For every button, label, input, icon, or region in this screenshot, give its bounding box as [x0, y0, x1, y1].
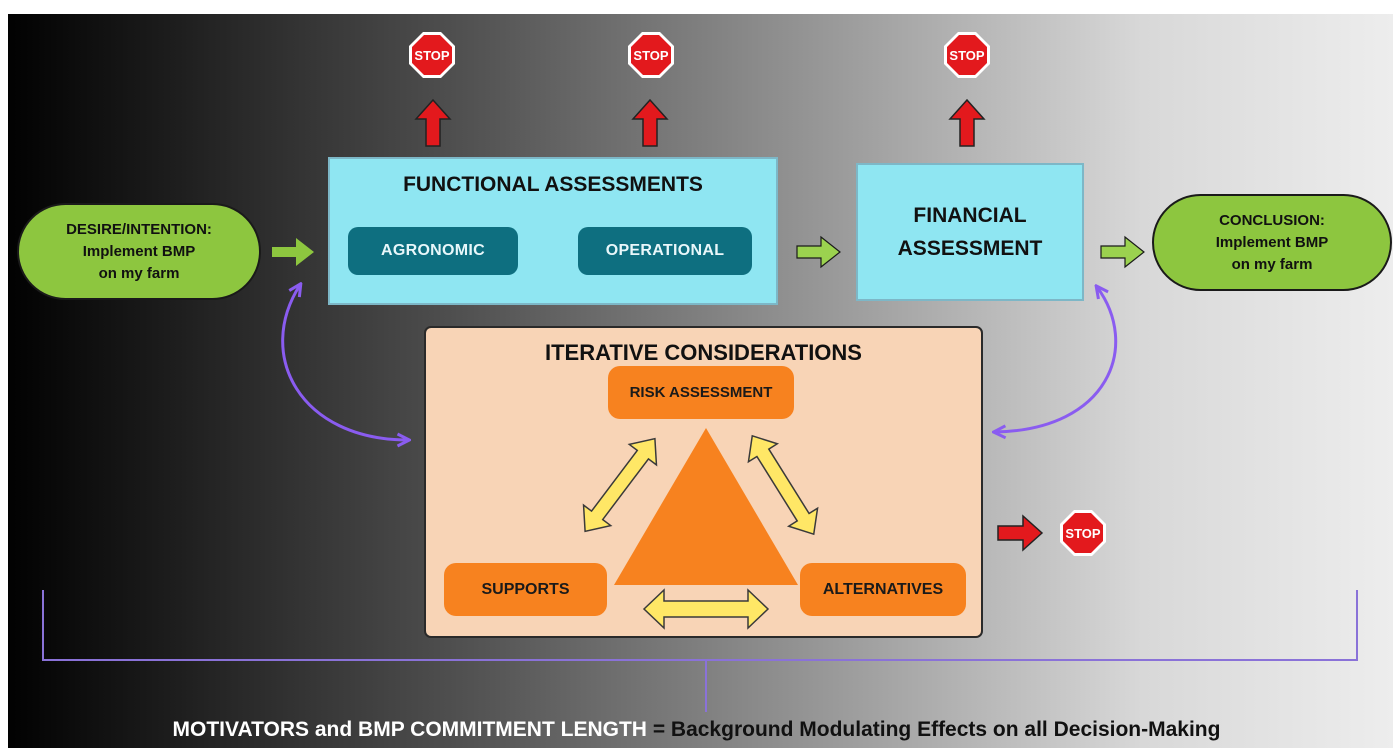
agronomic-button: AGRONOMIC — [348, 227, 518, 275]
arrow-functional-to-financial — [796, 235, 841, 269]
risk-assessment-node: RISK ASSESSMENT — [608, 366, 794, 419]
stop-label: STOP — [1065, 526, 1100, 541]
arrow-financial-to-conclusion — [1100, 235, 1145, 269]
iterative-considerations-title: ITERATIVE CONSIDERATIONS — [545, 340, 862, 365]
stop-sign-1: STOP — [409, 32, 455, 78]
arrow-desire-to-functional — [272, 238, 314, 266]
stop-sign-3: STOP — [944, 32, 990, 78]
desire-intention-node: DESIRE/INTENTION: Implement BMP on my fa… — [17, 203, 261, 300]
bottom-caption-right: = Background Modulating Effects on all D… — [652, 718, 1221, 741]
feedback-arrow-left — [281, 285, 408, 440]
conclusion-node: CONCLUSION: Implement BMP on my farm — [1152, 194, 1392, 291]
red-up-arrow-2 — [631, 98, 669, 147]
financial-assessment-box: FINANCIAL ASSESSMENT — [856, 163, 1084, 301]
top-margin — [0, 0, 1393, 14]
bottom-bracket — [42, 590, 1358, 712]
operational-button: OPERATIONAL — [578, 227, 752, 275]
double-arrow-risk-supports — [582, 437, 658, 533]
feedback-arrow-right — [995, 287, 1118, 432]
alternatives-node: ALTERNATIVES — [800, 563, 966, 616]
stop-label: STOP — [633, 48, 668, 63]
supports-node: SUPPORTS — [444, 563, 607, 616]
bottom-caption-left: MOTIVATORS and BMP COMMITMENT LENGTH — [172, 718, 647, 741]
functional-assessments-title: FUNCTIONAL ASSESSMENTS — [403, 173, 703, 196]
red-up-arrow-1 — [414, 98, 452, 147]
bottom-caption: MOTIVATORS and BMP COMMITMENT LENGTH = B… — [0, 718, 1393, 742]
stop-sign-4: STOP — [1060, 510, 1106, 556]
red-right-arrow — [997, 514, 1044, 552]
red-up-arrow-3 — [948, 98, 986, 147]
left-margin — [0, 0, 8, 748]
stop-label: STOP — [949, 48, 984, 63]
center-triangle — [614, 428, 798, 585]
double-arrow-risk-alternatives — [747, 434, 819, 536]
stop-label: STOP — [414, 48, 449, 63]
stop-sign-2: STOP — [628, 32, 674, 78]
double-arrow-supports-alternatives — [642, 588, 770, 630]
